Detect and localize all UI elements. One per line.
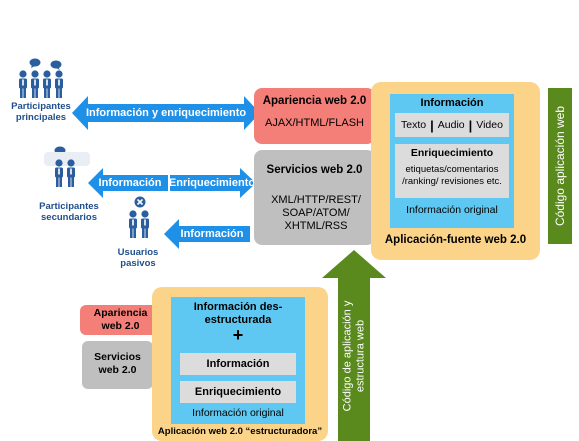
arrow-label-enriquecimiento-sec: Enriquecimiento — [168, 177, 256, 189]
estructuradora-inner-box: Información des-estructurada + Informaci… — [171, 297, 305, 424]
speech-bubble-icon — [50, 60, 62, 70]
participantes-principales-group: Participantes principales — [11, 58, 78, 128]
right-arrow-icon — [170, 168, 256, 198]
person-icon — [54, 159, 64, 187]
left-arrow-icon — [164, 219, 250, 249]
apariencia-main-box: Apariencia web 2.0 AJAX/HTML/FLASH — [254, 88, 375, 144]
x-icon — [134, 196, 146, 208]
speech-bubble-icon — [29, 58, 41, 68]
estructuradora-servicios-box: Servicios web 2.0 — [82, 341, 153, 389]
participantes-secundarios-label: Participantes secundarios — [39, 201, 99, 223]
left-arrow-icon — [88, 168, 168, 198]
codigo-estructura-label: Código de aplicación y estructura web — [341, 300, 366, 412]
estructuradora-servicios-label: Servicios web 2.0 — [94, 351, 141, 376]
apariencia-main-title: Apariencia web 2.0 — [262, 95, 367, 107]
fuente-video: Video — [476, 119, 503, 131]
codigo-aplicacion-label: Código aplicación web — [553, 105, 567, 227]
servicios-main-box: Servicios web 2.0 XML/HTTP/REST/ SOAP/AT… — [254, 150, 375, 245]
person-icon — [18, 70, 28, 98]
person-icon — [128, 210, 138, 238]
person-icon — [66, 159, 76, 187]
fuente-audio: Audio — [437, 119, 465, 131]
servicios-main-tech: XML/HTTP/REST/ SOAP/ATOM/ XHTML/RSS — [271, 194, 361, 233]
fuente-informacion-title: Información — [420, 97, 484, 109]
usuarios-pasivos-label: Usuarios pasivos — [117, 247, 159, 269]
arrow-label-informacion-sec: Información — [98, 177, 162, 189]
person-icon — [140, 210, 150, 238]
fuente-enriq-box: Enriquecimiento etiquetas/comentarios /r… — [395, 144, 509, 198]
fuente-enriq-desc: etiquetas/comentarios /ranking/ revision… — [402, 164, 502, 187]
apariencia-main-tech: AJAX/HTML/FLASH — [264, 117, 365, 129]
participantes-principales-label: Participantes principales — [11, 101, 71, 123]
double-arrow-icon — [72, 96, 260, 130]
fuente-media-row: Texto | Audio | Video — [395, 113, 509, 137]
fuente-inner-box: Información Texto | Audio | Video Enriqu… — [390, 94, 514, 228]
participantes-secundarios-group: Participantes secundarios — [38, 146, 118, 228]
person-icon — [30, 70, 40, 98]
estructuradora-apariencia-box: Apariencia web 2.0 — [80, 305, 161, 335]
person-icon — [54, 70, 64, 98]
estructuradora-apariencia-label: Apariencia web 2.0 — [93, 307, 148, 332]
fuente-outer-box: Información Texto | Audio | Video Enriqu… — [371, 82, 540, 260]
estructuradora-caption: Aplicación web 2.0 “estructuradora” — [157, 426, 323, 437]
fuente-texto: Texto — [401, 119, 427, 131]
servicios-main-title: Servicios web 2.0 — [266, 164, 363, 176]
estructuradora-outer-box: Información des-estructurada + Informaci… — [152, 287, 328, 441]
codigo-aplicacion-bar: Código aplicación web — [548, 88, 572, 244]
estructuradora-informacion: Información — [180, 353, 296, 375]
arrow-label-informacion-pas: Información — [180, 228, 244, 240]
up-arrow-icon — [322, 250, 386, 441]
fuente-original: Información original — [406, 204, 498, 216]
fuente-separator: | — [468, 117, 473, 133]
fuente-enriq-title: Enriquecimiento — [410, 147, 494, 159]
estructuradora-des-title: Información des-estructurada — [193, 301, 283, 327]
estructuradora-original: Información original — [192, 407, 284, 419]
fuente-separator: | — [430, 117, 434, 133]
fuente-caption: Aplicación-fuente web 2.0 — [384, 234, 527, 246]
estructuradora-enriquecimiento: Enriquecimiento — [180, 381, 296, 403]
plus-icon: + — [232, 325, 244, 345]
usuarios-pasivos-group: Usuarios pasivos — [118, 196, 176, 276]
arrow-label-info-enriquecimiento: Información y enriquecimiento — [85, 107, 247, 119]
person-icon — [42, 70, 52, 98]
